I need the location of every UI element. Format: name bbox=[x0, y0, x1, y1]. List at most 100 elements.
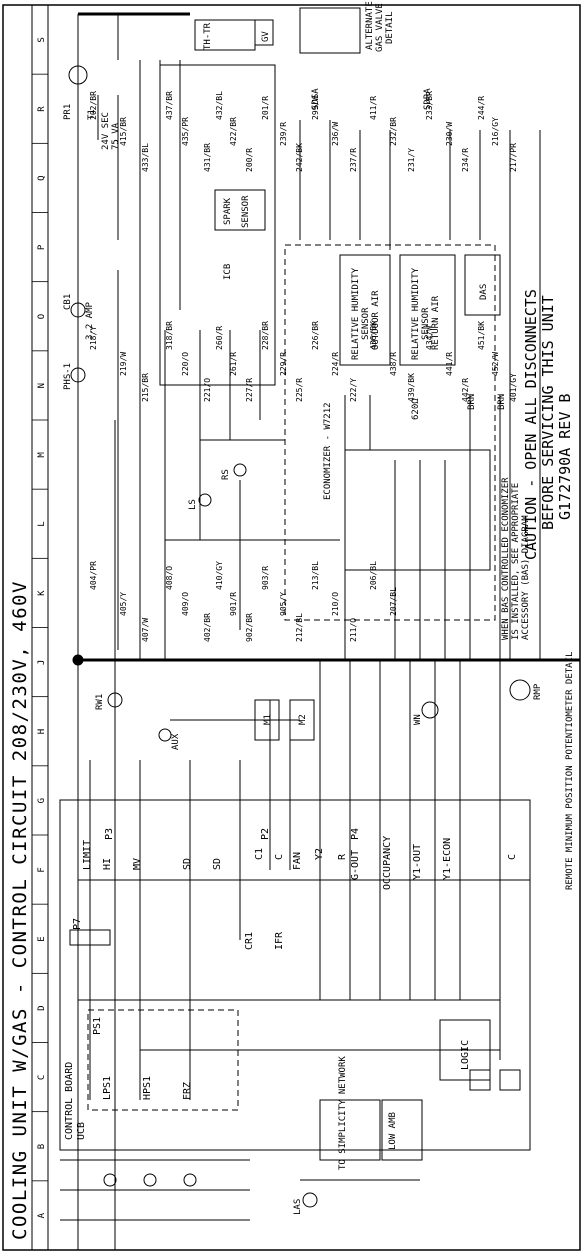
label-24v-sec: 24V SEC bbox=[101, 112, 111, 150]
label-rh-out-2: SENSOR bbox=[361, 307, 371, 340]
zone-letter-e: E bbox=[37, 936, 47, 941]
zone-letter-r: R bbox=[37, 106, 47, 112]
term-c: C bbox=[274, 854, 285, 860]
aux-contact bbox=[158, 728, 172, 742]
zone-letter-q: Q bbox=[37, 175, 47, 180]
term-r: R bbox=[337, 853, 348, 860]
wire-label-242-bk: 242/BK bbox=[295, 143, 304, 172]
label-simplicity: TO SIMPLICITY NETWORK bbox=[338, 1056, 348, 1170]
rw1-relay bbox=[107, 692, 123, 708]
wire-label-441-r: 441/R bbox=[445, 352, 454, 376]
zone-letter-k: K bbox=[37, 590, 47, 596]
term-sd-1: SD bbox=[182, 858, 193, 870]
wire-label-244-r: 244/R bbox=[477, 96, 486, 120]
wire-label-432-bl: 432/BL bbox=[215, 91, 224, 120]
las-switch bbox=[302, 1192, 318, 1208]
term-c1: C1 bbox=[254, 848, 265, 860]
wire-label-212-bl: 212/BL bbox=[295, 613, 304, 642]
p4-label: P4 bbox=[350, 828, 361, 840]
label-las: LAS bbox=[293, 1199, 303, 1215]
cb1-breaker bbox=[70, 302, 86, 318]
term-fan: FAN bbox=[292, 852, 303, 870]
zone-letter-a: A bbox=[37, 1212, 47, 1218]
zone-letter-h: H bbox=[37, 729, 47, 734]
wire-label-202-br: 202/BR bbox=[89, 91, 98, 120]
label-t1: T1 bbox=[87, 109, 97, 120]
term-sd-2: SD bbox=[212, 858, 223, 870]
wire-label-437-br: 437/BR bbox=[165, 91, 174, 120]
wire-label-903-r: 903/R bbox=[261, 566, 270, 590]
wire-label-225-r: 225/R bbox=[295, 378, 304, 402]
gv-valve bbox=[254, 19, 274, 46]
wire-label-401-gy: 401/GY bbox=[509, 373, 518, 402]
label-alt-gas-1: ALTERNATE bbox=[365, 1, 375, 50]
wire-label-222-y: 222/Y bbox=[349, 378, 358, 402]
wire-label-433-bl: 433/BL bbox=[141, 143, 150, 172]
wire-label-234-r: 234/R bbox=[461, 148, 470, 172]
wire-label-402-br: 402/BR bbox=[203, 613, 212, 642]
wire-label-221-o: 221/O bbox=[203, 378, 212, 402]
notes: REMOTE MINIMUM POSITION POTENTIOMETER DE… bbox=[501, 477, 575, 890]
das-note-1: WHEN BAS CONTROLLED ECONOMIZER bbox=[501, 477, 511, 640]
label-gv: GV bbox=[261, 31, 271, 42]
zone-letter-f: F bbox=[37, 867, 47, 872]
zone-letter-m: M bbox=[37, 452, 47, 458]
label-pr1: PR1 bbox=[63, 104, 73, 120]
logic-relay bbox=[439, 1019, 491, 1081]
wire-label-439-bk: 439/BK bbox=[407, 373, 416, 402]
wire-label-411-r: 411/R bbox=[369, 96, 378, 120]
input-frz: FRZ bbox=[182, 1082, 193, 1100]
wire-label-200-r: 200/R bbox=[245, 148, 254, 172]
term-occupancy: OCCUPANCY bbox=[382, 836, 393, 890]
wire-label-409-o: 409/O bbox=[181, 592, 190, 616]
wire-label-231-y: 231/Y bbox=[407, 148, 416, 172]
term-g-out: G-OUT bbox=[350, 850, 361, 880]
term-y2: Y2 bbox=[314, 848, 325, 860]
p2-label: P2 bbox=[260, 828, 271, 840]
label-rw1: RW1 bbox=[95, 694, 105, 710]
spark-sensor bbox=[214, 189, 266, 231]
wire-label-318-br: 318/BR bbox=[165, 321, 174, 350]
label-brn-2: BRN bbox=[497, 394, 507, 410]
wire-label-407-w: 407/W bbox=[141, 618, 150, 642]
wire-label-435-pr: 435/PR bbox=[181, 117, 190, 146]
wire-label-410-gy: 410/GY bbox=[215, 561, 224, 590]
term-y1-out: Y1-OUT bbox=[412, 844, 423, 880]
wire-labels: 202/BR415/BR433/BL437/BR435/PR431/BR432/… bbox=[89, 91, 518, 642]
wire-label-207-bl: 207/BL bbox=[389, 587, 398, 616]
zone-letter-l: L bbox=[37, 521, 47, 526]
wire-label-228-br: 228/BR bbox=[261, 321, 270, 350]
wire-label-220-o: 220/O bbox=[181, 352, 190, 376]
wire-label-213-bl: 213/BL bbox=[311, 561, 320, 590]
zone-letter-c: C bbox=[37, 1075, 47, 1080]
label-amp: 3.2 AMP bbox=[85, 301, 95, 340]
zone-letter-s: S bbox=[37, 37, 47, 42]
wn-pot bbox=[421, 701, 439, 719]
label-rh-ret-3: RETURN AIR bbox=[431, 295, 441, 350]
label-alt-gas-3: DETAIL bbox=[385, 11, 395, 44]
ls-switch bbox=[198, 493, 212, 507]
label-spark: SPARK bbox=[223, 197, 233, 225]
input-lps1: LPS1 bbox=[102, 1076, 113, 1100]
zone-letter-p: P bbox=[37, 244, 47, 250]
label-rh-ret-1: RELATIVE HUMIDITY bbox=[411, 267, 421, 360]
lps1-switch bbox=[103, 1173, 117, 1187]
label-rmp: RMP bbox=[533, 683, 543, 700]
alt-gas-valve bbox=[299, 7, 361, 54]
rs-switch bbox=[233, 463, 247, 477]
term-mv: MV bbox=[132, 858, 143, 870]
wire-label-452-w: 452/W bbox=[491, 352, 500, 376]
sheet-border bbox=[2, 4, 581, 1251]
label-aux: AUX bbox=[171, 733, 181, 750]
label-m1: M1 bbox=[263, 714, 273, 725]
p7-connector bbox=[69, 929, 111, 946]
wire-label-415-br: 415/BR bbox=[119, 117, 128, 146]
wire-label-226-br: 226/BR bbox=[311, 321, 320, 350]
label-m2: M2 bbox=[298, 714, 308, 725]
zone-ticks bbox=[32, 73, 48, 1182]
caution-line-2: BEFORE SERVICING THIS UNIT bbox=[539, 295, 557, 530]
zone-letter-j: J bbox=[37, 660, 47, 665]
